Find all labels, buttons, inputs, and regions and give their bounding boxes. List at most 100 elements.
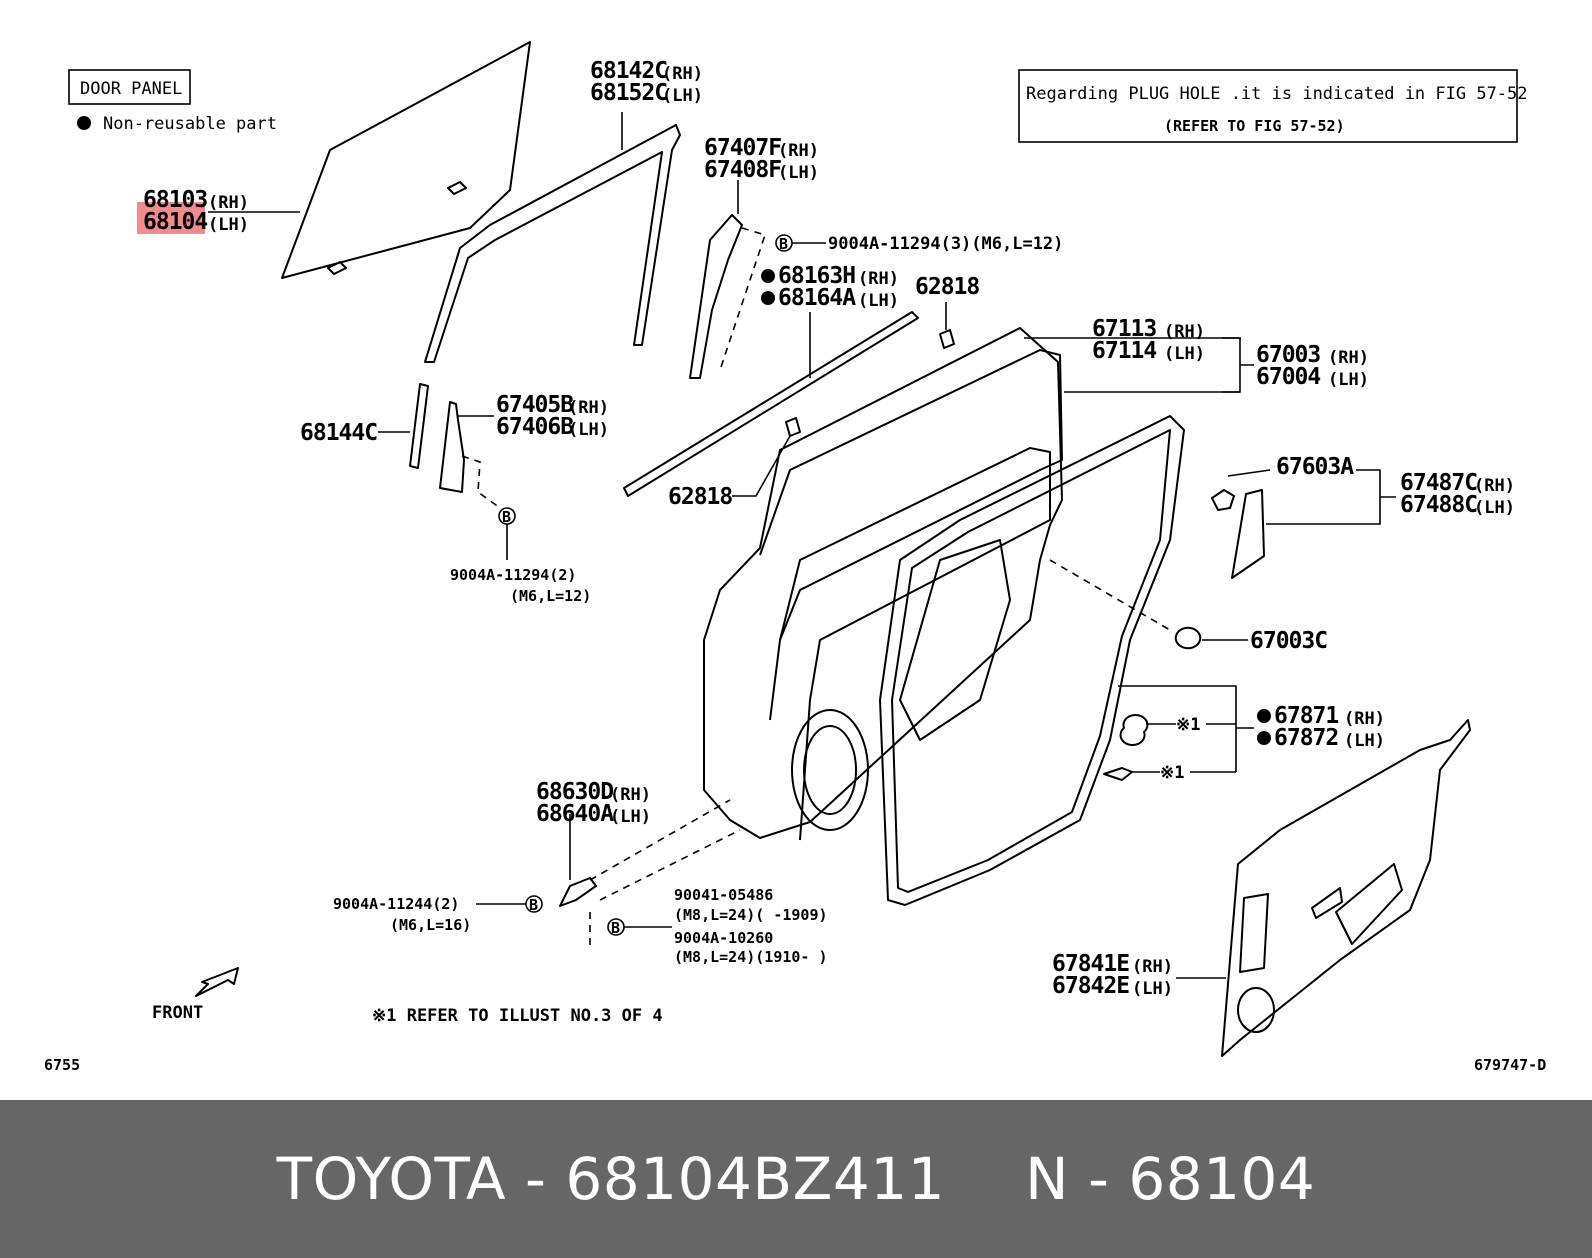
check-dash (1049, 559, 1171, 631)
bolt-b-hinge-mark: B (529, 896, 538, 914)
label-9004A-11294-2-spec: (M6,L=12) (510, 587, 591, 605)
label-67872-lh: (LH) (1344, 731, 1385, 751)
sash-frame-part (689, 214, 743, 379)
glass-clip-icon (327, 181, 467, 275)
leader-62818-bottom (732, 435, 791, 497)
drawing-id: 679747-D (1474, 1056, 1546, 1074)
bolt-b-hinge-icon (525, 895, 543, 913)
fig-number: 6755 (44, 1056, 80, 1074)
bolt-b-hinge2-mark: B (611, 919, 620, 937)
label-68630D: 68630D (536, 779, 613, 805)
parts-diagram: DOOR PANEL Non-reusable part Regarding P… (44, 41, 1547, 1074)
run-channel-part (424, 124, 681, 363)
label-68142C-rh: (RH) (662, 64, 703, 84)
non-reusable-68163H-icon (761, 269, 775, 283)
label-62818-bottom: 62818 (668, 484, 732, 510)
label-9004A-11294-3: 9004A-11294(3)(M6,L=12) (828, 234, 1063, 254)
front-label: FRONT (152, 1003, 203, 1023)
lower-sash-part (439, 401, 465, 493)
label-67003-rh: (RH) (1328, 348, 1369, 368)
label-68640A-lh: (LH) (610, 807, 651, 827)
label-67842E: 67842E (1052, 973, 1129, 999)
cover-67487C-part (1231, 489, 1265, 579)
label-67408F: 67408F (704, 157, 781, 183)
label-67603A: 67603A (1276, 454, 1354, 480)
door-inner-panel (779, 447, 1051, 841)
clip-62818-bottom-icon (785, 417, 801, 437)
label-67407F-rh: (RH) (778, 141, 819, 161)
label-68144C: 68144C (300, 420, 377, 446)
sash-dash (719, 227, 767, 371)
label-9004A-10260: 9004A-10260 (674, 929, 773, 947)
clip-67603A-icon (1211, 489, 1235, 511)
leader-67603A (1227, 469, 1271, 477)
label-67406B-lh: (LH) (568, 420, 609, 440)
label-67841E: 67841E (1052, 951, 1129, 977)
door-shell-part (703, 327, 1063, 839)
label-68163H-rh: (RH) (858, 269, 899, 289)
bolt-b-lower-mark: B (502, 508, 511, 526)
hinge-68630D-part (559, 877, 597, 907)
label-68630D-rh: (RH) (610, 785, 651, 805)
clip-62818-top-icon (939, 329, 955, 349)
service-hole (899, 539, 1011, 741)
plug-note-line2: (REFER TO FIG 57-52) (1164, 117, 1345, 135)
door-panel-box (68, 69, 191, 105)
label-68164A-lh: (LH) (858, 291, 899, 311)
non-reusable-67872-icon (1257, 731, 1271, 745)
label-67487C-rh: (RH) (1474, 476, 1515, 496)
label-67407F: 67407F (704, 135, 781, 161)
label-68164A: 68164A (778, 285, 856, 311)
label-67841E-rh: (RH) (1132, 957, 1173, 977)
label-9004A-11294-2: 9004A-11294(2) (450, 566, 576, 584)
diagram-svg: DOOR PANEL Non-reusable part Regarding P… (44, 41, 1546, 1074)
bracket-67003 (1222, 337, 1254, 393)
non-reusable-68164A-icon (761, 291, 775, 305)
label-68142C: 68142C (590, 58, 667, 84)
label-67408F-lh: (LH) (778, 163, 819, 183)
trim-panel-details (1239, 863, 1403, 973)
label-68152C-lh: (LH) (662, 86, 703, 106)
label-67406B: 67406B (496, 414, 574, 440)
label-67114-lh: (LH) (1164, 344, 1205, 364)
label-67871: 67871 (1274, 703, 1338, 729)
label-67003C: 67003C (1250, 628, 1327, 654)
label-68103: 68103 (143, 187, 207, 213)
label-67113-rh: (RH) (1164, 322, 1205, 342)
label-67113: 67113 (1092, 316, 1156, 342)
label-67872: 67872 (1274, 725, 1338, 751)
label-68104-lh: (LH) (208, 215, 249, 235)
bracket-67487C (1266, 469, 1396, 525)
label-68104: 68104 (143, 209, 207, 235)
ref1-b: ※1 (1160, 763, 1184, 783)
label-67004: 67004 (1256, 364, 1320, 390)
hinge-dash (589, 799, 741, 948)
label-90041-05486-spec: (M8,L=24)( -1909) (674, 906, 828, 924)
clip-67871-icon (1119, 713, 1149, 747)
bracket-67871 (1118, 685, 1254, 772)
label-9004A-11244-2-spec: (M6,L=16) (390, 916, 471, 934)
label-9004A-11244-2: 9004A-11244(2) (333, 895, 459, 913)
label-90041-05486: 90041-05486 (674, 886, 773, 904)
lower-sash-dash (461, 455, 501, 509)
bumper-67003C-icon (1174, 626, 1202, 650)
label-67488C: 67488C (1400, 492, 1477, 518)
clip-67872-icon (1103, 767, 1133, 781)
label-67405B: 67405B (496, 392, 574, 418)
speaker-hole (791, 709, 869, 831)
channel-68144C-part (409, 383, 429, 469)
label-67004-lh: (LH) (1328, 370, 1369, 390)
door-glass-part (281, 41, 531, 279)
front-arrow-icon (195, 967, 239, 997)
door-panel-label: DOOR PANEL (80, 79, 182, 99)
label-67488C-lh: (LH) (1474, 498, 1515, 518)
non-reusable-67871-icon (1257, 709, 1271, 723)
label-68163H: 68163H (778, 263, 855, 289)
label-67003: 67003 (1256, 342, 1320, 368)
bolt-b-mark: B (779, 235, 788, 253)
label-67871-rh: (RH) (1344, 709, 1385, 729)
footer-part-number: TOYOTA - 68104BZ411 (276, 1145, 946, 1213)
label-62818-top: 62818 (915, 274, 979, 300)
door-weatherstrip-part (879, 415, 1185, 906)
label-67405B-rh: (RH) (568, 398, 609, 418)
